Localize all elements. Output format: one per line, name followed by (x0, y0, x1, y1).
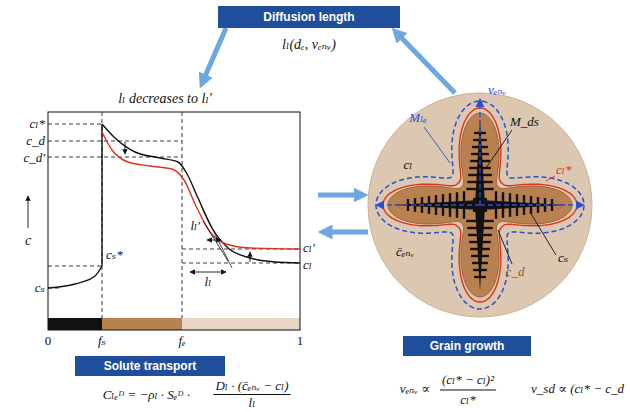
profile-curve (102, 124, 300, 263)
side-branch (473, 269, 487, 271)
guide-line (182, 112, 183, 318)
leader-line (486, 130, 512, 168)
formula-denominator: lₗ (249, 396, 256, 410)
section-header: Solute transport (75, 356, 225, 376)
section-title: Diffusion length (263, 10, 354, 24)
flow-arrow (204, 28, 226, 79)
symbol-label: cₗ* (556, 163, 571, 177)
formula-numerator: Dₗ · (c̄ₑₙᵥ − cₗ) (215, 379, 288, 393)
flow-arrow (399, 35, 455, 93)
side-branch (509, 193, 511, 217)
profile-jump (101, 124, 102, 266)
formula: vₑₙᵥ ∝ (400, 382, 430, 396)
velocity-arrow (479, 99, 480, 205)
symbol-label: fₛ (98, 334, 106, 348)
tangent-line (203, 221, 228, 261)
symbol-label: cₗ* (30, 117, 45, 131)
new-profile-curve (102, 132, 300, 249)
side-branch (467, 227, 493, 229)
symbol-label: c_d (506, 265, 525, 279)
symbol-label: cₗ (303, 258, 312, 272)
symbol-label: vₑₙᵥ (488, 83, 506, 97)
side-branch (474, 276, 486, 278)
small-arrow (207, 240, 221, 241)
symbol-label: 1 (297, 334, 304, 348)
side-branch (470, 248, 490, 250)
symbol-label: cₗ′ (303, 241, 315, 255)
profile-chart-art (28, 112, 300, 330)
chart-title: lₗ decreases to lₗ′ (118, 91, 212, 106)
fraction-bar (440, 389, 496, 390)
profile-curve (48, 266, 102, 288)
side-branch (468, 234, 492, 236)
side-branch (456, 192, 458, 218)
leader-line (530, 212, 556, 255)
formula: v_sd ∝ (cₗ* − c_d (531, 382, 624, 396)
phase-bar (182, 318, 300, 330)
side-branch (467, 181, 493, 183)
symbol-label: cₛ (558, 251, 568, 265)
guide-line (48, 124, 102, 125)
leader-line (424, 127, 450, 163)
symbol-label: cₛ* (106, 248, 123, 262)
side-branch (468, 174, 492, 176)
flow-arrow (328, 230, 368, 235)
side-branch (472, 262, 488, 264)
symbol-label: lₗ (205, 275, 212, 289)
formula: lₗ(dₑ, vₑₙᵥ) (282, 37, 336, 52)
section-header: Diffusion length (218, 6, 400, 28)
grain-figure: vₑₙᵥMₗₑcₗM_dscₗ*c̄ₑₙᵥc_dcₛ (368, 93, 592, 317)
symbol-label: c̄ₑₙᵥ (396, 245, 414, 259)
side-branch (471, 255, 489, 257)
section-title: Solute transport (104, 359, 197, 373)
formula: Cₗₑᴰ = −ρₗ · Sₑᴰ · (103, 388, 190, 402)
small-arrow (190, 272, 226, 273)
grain-art (368, 93, 592, 317)
small-arrow (125, 142, 126, 154)
symbol-label: cₗ (404, 158, 413, 172)
side-branch (502, 192, 504, 218)
symbol-label: M_ds (510, 115, 539, 129)
velocity-arrow (376, 204, 480, 205)
small-arrow (28, 196, 29, 228)
small-arrow (250, 252, 251, 262)
flow-arrow (318, 193, 358, 198)
symbol-label: lₗ′ (190, 219, 200, 233)
guide-line (48, 157, 182, 158)
leader-line (546, 176, 555, 181)
side-branch (466, 220, 494, 222)
phase-bar (102, 318, 182, 330)
guide-line (48, 266, 102, 267)
section-header: Grain growth (403, 336, 531, 356)
symbol-label: c_d (26, 134, 45, 148)
chart-frame (48, 112, 300, 330)
guide-line (48, 141, 182, 142)
symbol-label: Mₗₑ (409, 111, 426, 125)
guide-line (102, 112, 103, 318)
tangent-line (203, 210, 232, 268)
fraction-bar (213, 394, 290, 395)
grain-circle (368, 93, 592, 317)
formula-denominator: cₗ* (460, 393, 475, 407)
side-branch (469, 241, 491, 243)
symbol-label: fₑ (178, 334, 185, 348)
symbol-label: 0 (45, 334, 52, 348)
leader-line (498, 230, 512, 264)
velocity-arrow (480, 204, 584, 205)
side-branch (449, 193, 451, 217)
formula-numerator: (cₗ* − cₗ)² (442, 373, 494, 387)
profile-chart: lₗ decreases to lₗ′ c cₗ* c_d c_d′ cₛ* cₛ lₗ′ lₗ… (18, 88, 318, 350)
phase-bar (48, 318, 102, 330)
symbol-label: cₛ (35, 281, 45, 295)
symbol-label: c (25, 233, 31, 248)
symbol-label: c_d′ (23, 151, 45, 165)
section-title: Grain growth (430, 339, 505, 353)
